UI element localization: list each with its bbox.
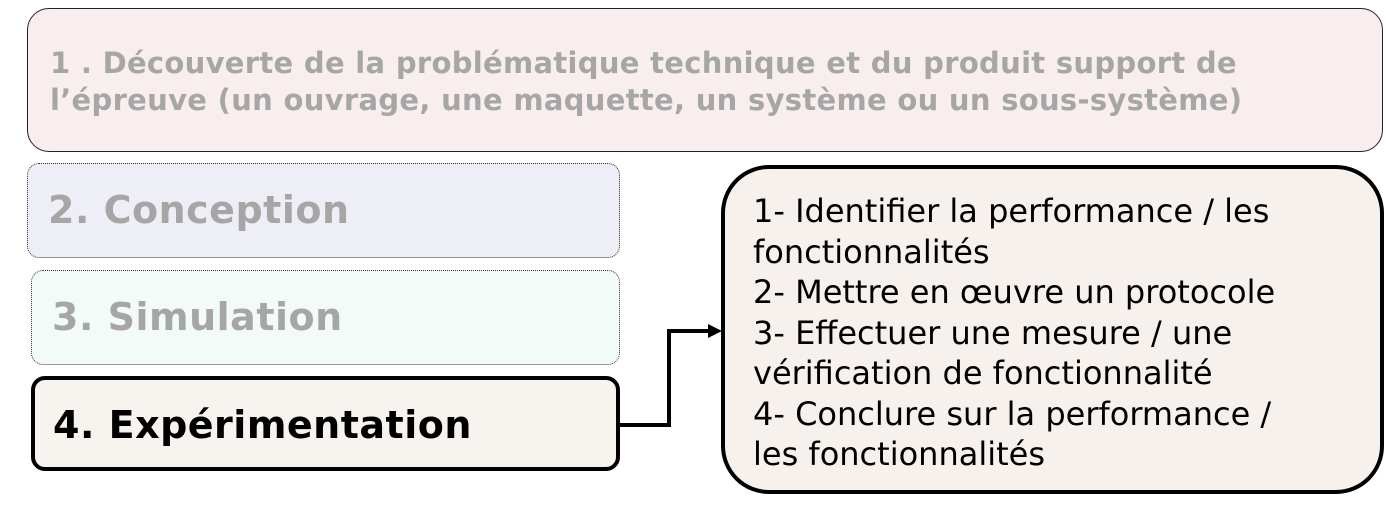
step-2-box: 2. Conception [27, 163, 620, 258]
step-1-label: 1 . Découverte de la problématique techn… [50, 46, 1243, 117]
details-line: 3- Effectuer une mesure / une [753, 313, 1233, 352]
step-3-box: 3. Simulation [31, 270, 620, 365]
step-4-box: 4. Expérimentation [31, 376, 620, 471]
details-line: 2- Mettre en œuvre un protocole [753, 273, 1276, 311]
details-line: 4- Conclure sur la performance / [753, 394, 1272, 433]
details-line: fonctionnalités [753, 232, 990, 271]
details-line: 1- Identifier la performance / les [753, 192, 1270, 230]
step-1-box: 1 . Découverte de la problématique techn… [27, 8, 1383, 152]
step-3-label: 3. Simulation [52, 295, 343, 339]
details-box: 1- Identifier la performance / les fonct… [721, 165, 1384, 494]
step-2-label: 2. Conception [48, 188, 350, 232]
step-4-label: 4. Expérimentation [53, 403, 472, 447]
details-line: les fonctionnalités [753, 435, 1046, 473]
connector-line [620, 329, 710, 427]
details-list: 1- Identifier la performance / les fonct… [753, 191, 1353, 475]
details-line: vérification de fonctionnalité [753, 354, 1213, 392]
arrowhead-icon [708, 324, 722, 338]
